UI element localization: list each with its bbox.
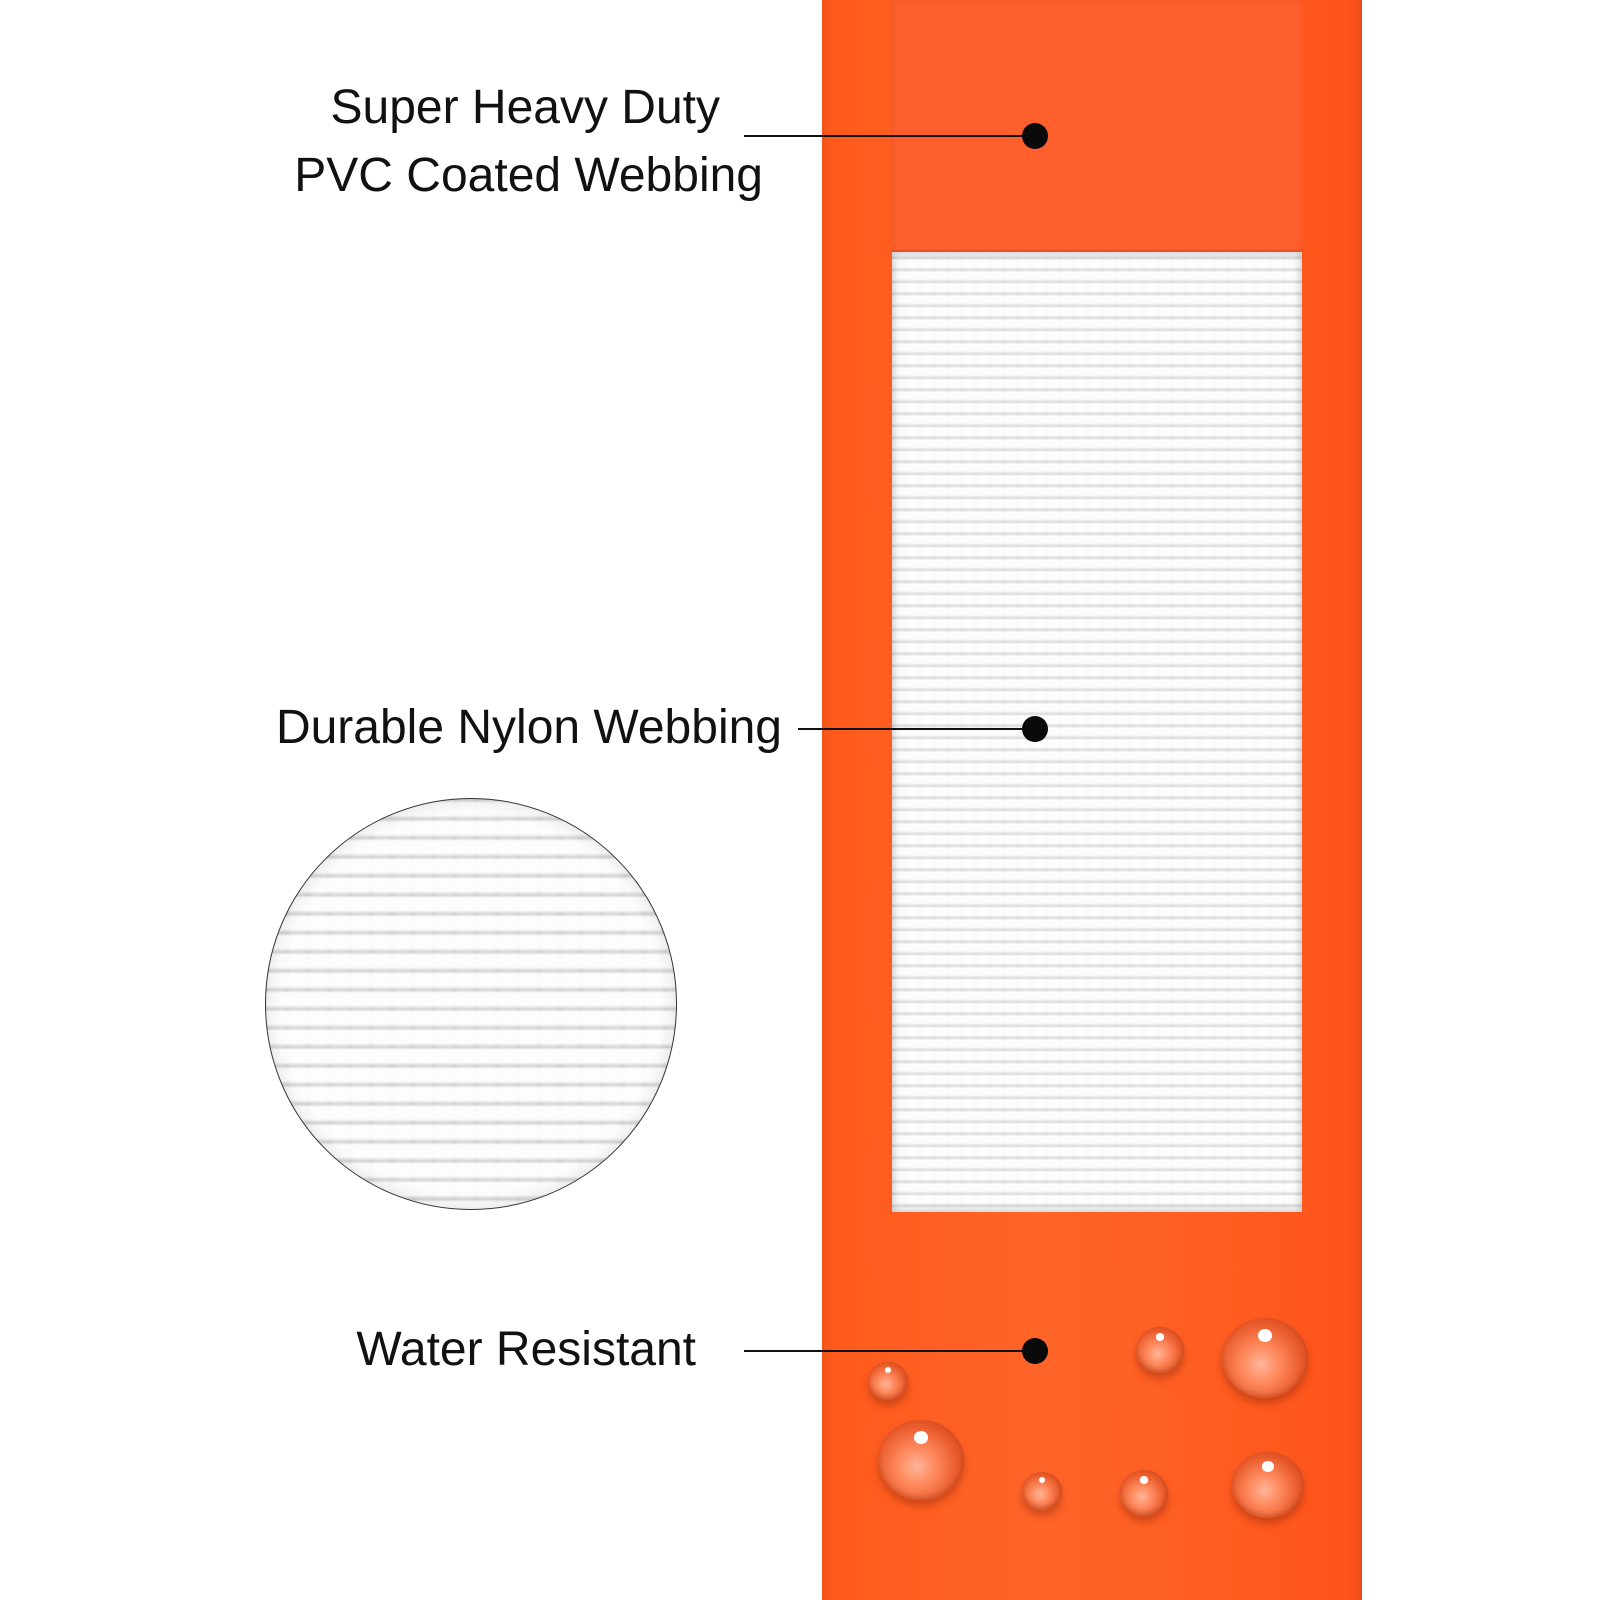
- leader-dot-water: [1022, 1338, 1048, 1364]
- water-droplet: [878, 1420, 964, 1500]
- water-droplet: [1136, 1327, 1184, 1373]
- nylon-webbing-section: [892, 252, 1302, 1212]
- label-pvc-line2: PVC Coated Webbing: [294, 149, 763, 202]
- water-droplet: [1120, 1470, 1168, 1516]
- leader-line-water: [744, 1350, 1034, 1352]
- water-droplet: [1222, 1318, 1308, 1398]
- label-nylon: Durable Nylon Webbing: [275, 701, 782, 754]
- label-water: Water Resistant: [356, 1323, 696, 1376]
- water-droplet: [868, 1362, 908, 1400]
- leader-line-nylon: [798, 728, 1034, 730]
- pvc-coated-section: [892, 0, 1302, 252]
- label-pvc-line1: Super Heavy Duty: [330, 81, 720, 134]
- water-droplet: [1022, 1472, 1062, 1510]
- leader-dot-pvc: [1022, 123, 1048, 149]
- leader-line-pvc: [744, 135, 1034, 137]
- water-droplet: [1232, 1452, 1304, 1518]
- leader-dot-nylon: [1022, 716, 1048, 742]
- nylon-texture-zoom: [265, 798, 677, 1210]
